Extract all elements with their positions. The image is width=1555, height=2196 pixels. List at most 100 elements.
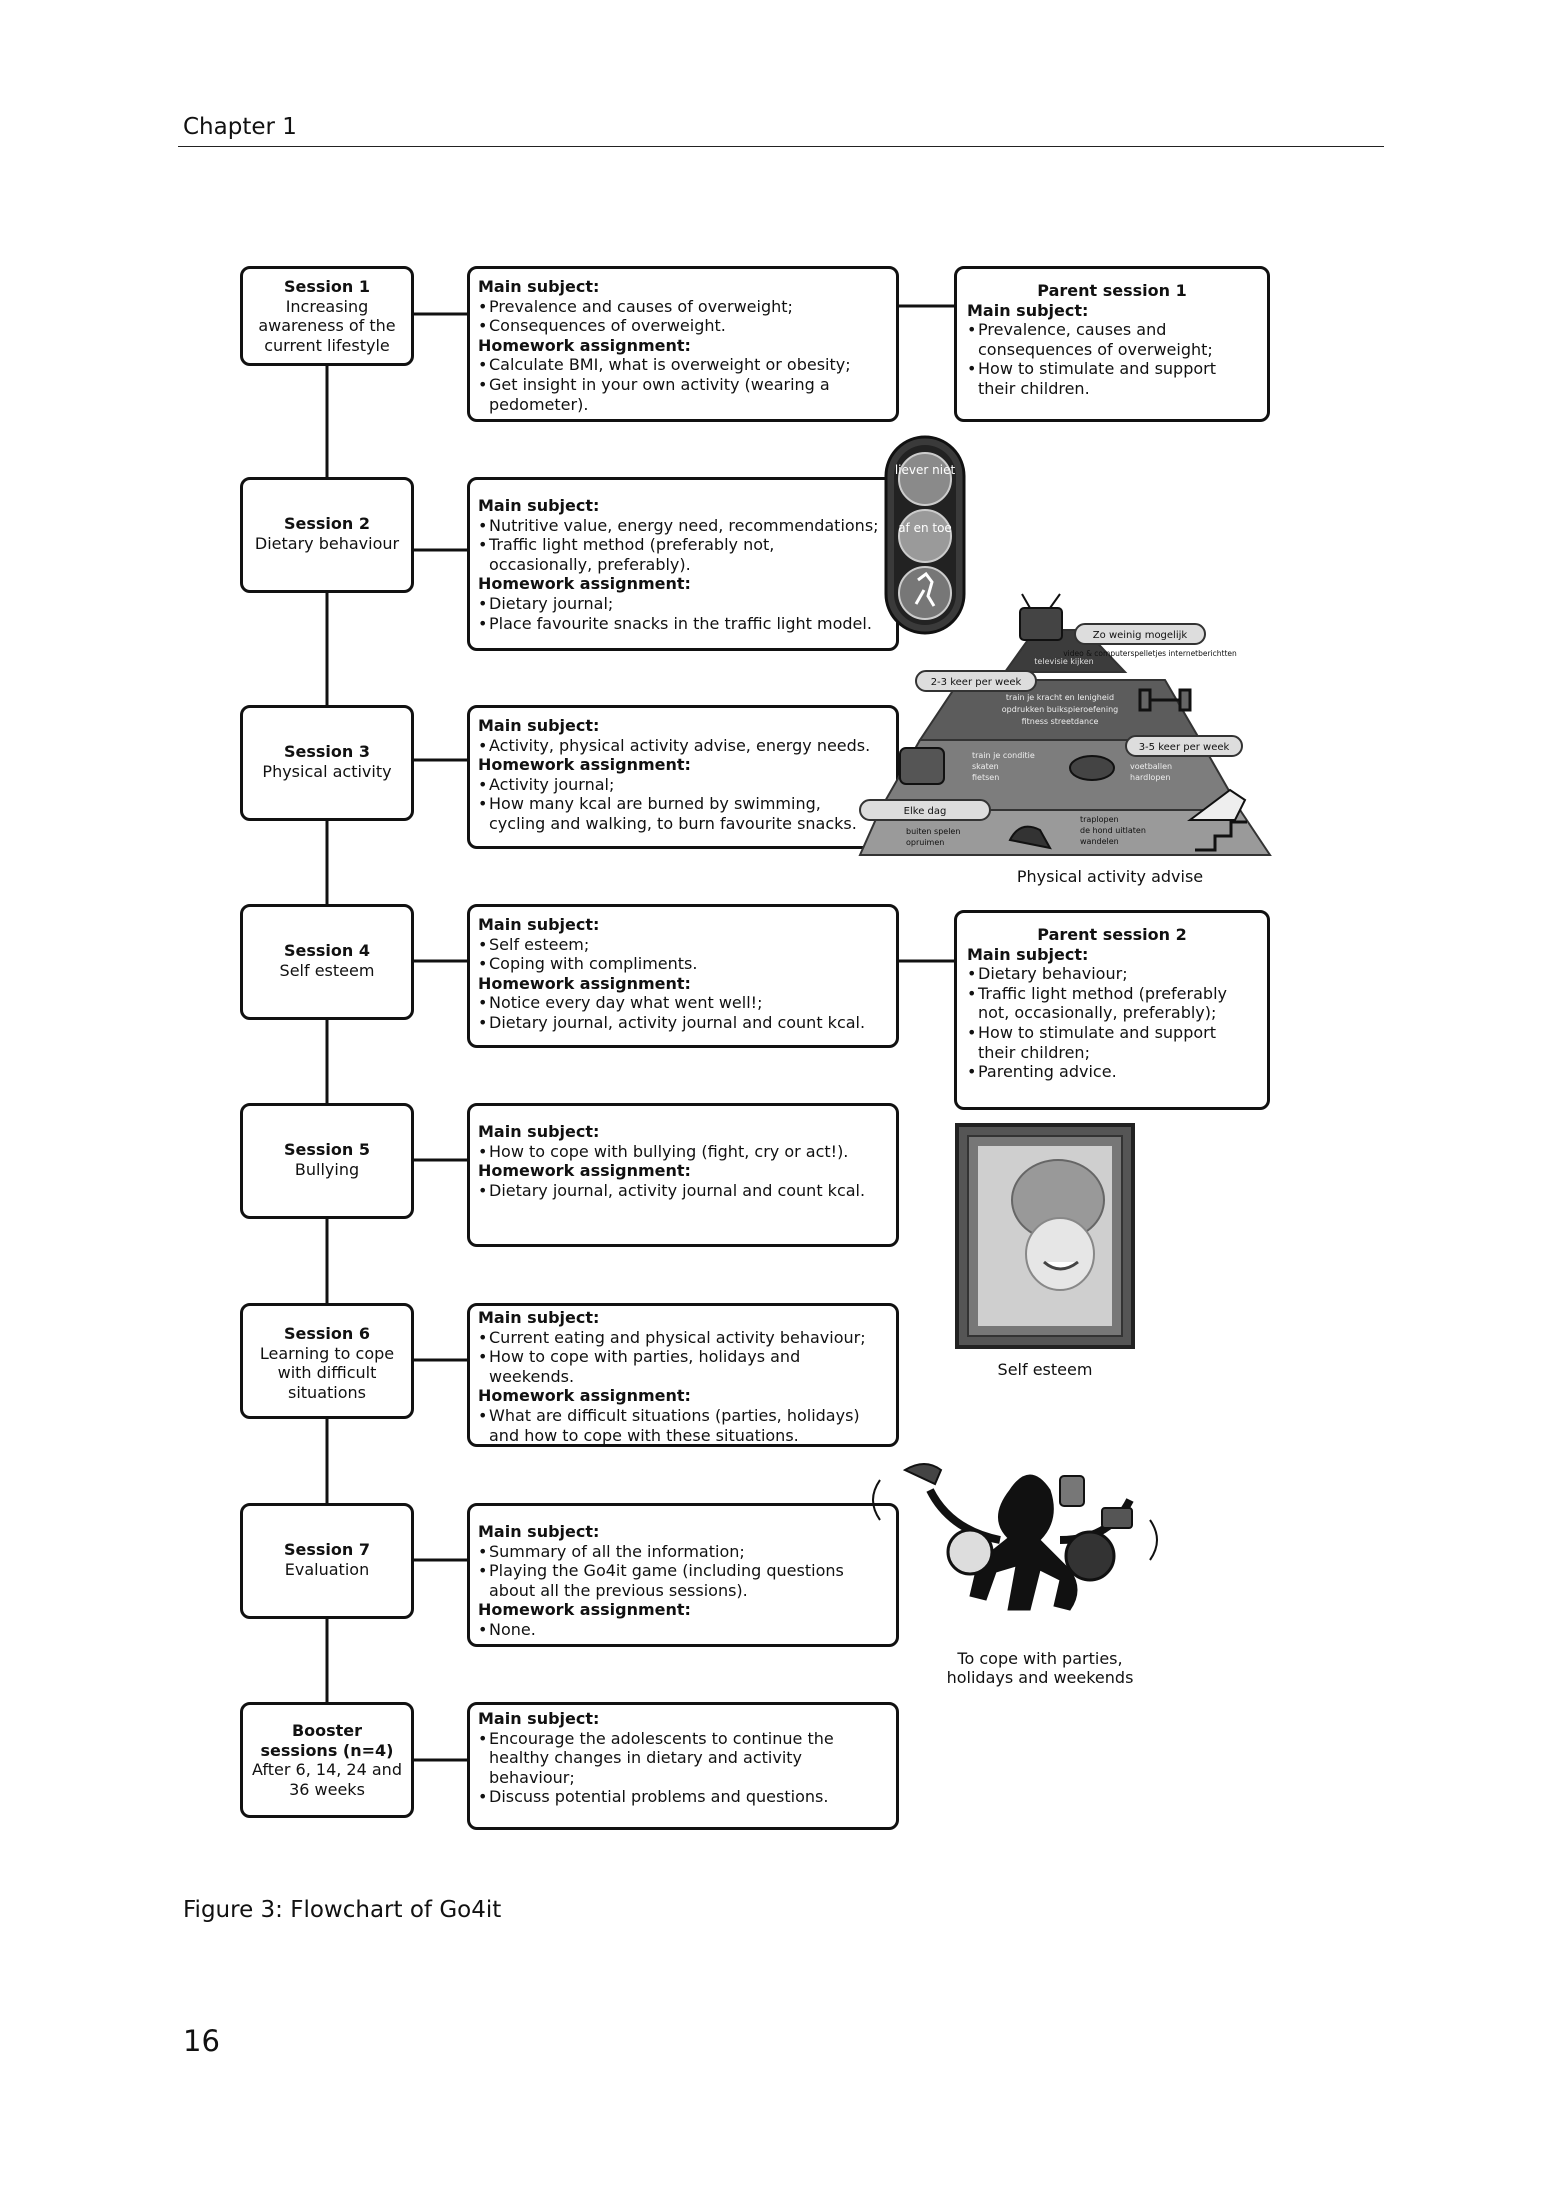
session-title: Session 6 — [284, 1324, 370, 1343]
content-box-5: Main subject: How to cope with bullying … — [467, 1103, 899, 1247]
session-subtitle: Dietary behaviour — [254, 533, 400, 553]
homework-list: Activity journal; How many kcal are burn… — [478, 775, 888, 834]
content-box-4: Main subject: Self esteem; Coping with c… — [467, 904, 899, 1048]
list-item: Notice every day what went well!; — [478, 993, 888, 1013]
session-subtitle: After 6, 14, 24 and 36 weeks — [252, 1760, 402, 1799]
physical-activity-caption: Physical activity advise — [1016, 867, 1204, 886]
homework-label: Homework assignment: — [478, 973, 691, 993]
homework-label: Homework assignment: — [478, 574, 691, 594]
session-5-box: Session 5 Bullying — [240, 1103, 414, 1219]
chapter-header: Chapter 1 — [183, 114, 297, 140]
main-subject-list: Nutritive value, energy need, recommenda… — [478, 516, 888, 575]
main-subject-label: Main subject: — [478, 1308, 600, 1327]
list-item: Encourage the adolescents to continue th… — [478, 1729, 888, 1788]
session-title: Session 1 — [284, 277, 370, 296]
list-item: Traffic light method (preferably not, oc… — [967, 984, 1257, 1023]
session-subtitle: Evaluation — [284, 1559, 370, 1579]
list-item: Calculate BMI, what is overweight or obe… — [478, 355, 888, 375]
session-title: Session 3 — [284, 742, 370, 761]
parent-session-list: Prevalence, causes and consequences of o… — [967, 320, 1257, 398]
parent-session-title: Parent session 1 — [1037, 281, 1187, 300]
list-item: How many kcal are burned by swimming, cy… — [478, 794, 888, 833]
main-subject-list: Self esteem; Coping with compliments. — [478, 935, 888, 974]
session-subtitle: Increasing awareness of the current life… — [258, 296, 396, 355]
homework-list: Notice every day what went well!; Dietar… — [478, 993, 888, 1032]
list-item: Dietary journal; — [478, 594, 888, 614]
cope-caption: To cope with parties, holidays and weeke… — [946, 1649, 1134, 1687]
list-item: Parenting advice. — [967, 1062, 1257, 1082]
session-3-box: Session 3 Physical activity — [240, 705, 414, 821]
booster-sessions-box: Booster sessions (n=4) After 6, 14, 24 a… — [240, 1702, 414, 1818]
session-subtitle: Self esteem — [279, 960, 375, 980]
list-item: Traffic light method (preferably not, oc… — [478, 535, 888, 574]
list-item: Coping with compliments. — [478, 954, 888, 974]
list-item: Current eating and physical activity beh… — [478, 1328, 888, 1348]
figure-caption: Figure 3: Flowchart of Go4it — [183, 1897, 502, 1923]
list-item: Dietary journal, activity journal and co… — [478, 1181, 888, 1201]
list-item: None. — [478, 1620, 888, 1640]
list-item: How to cope with bullying (fight, cry or… — [478, 1142, 888, 1162]
homework-label: Homework assignment: — [478, 1600, 691, 1620]
session-6-box: Session 6 Learning to cope with difficul… — [240, 1303, 414, 1419]
homework-list: Dietary journal; Place favourite snacks … — [478, 594, 888, 633]
list-item: Summary of all the information; — [478, 1542, 888, 1562]
content-box-6: Main subject: Current eating and physica… — [467, 1303, 899, 1447]
main-subject-label: Main subject: — [478, 1522, 600, 1541]
content-box-3: Main subject: Activity, physical activit… — [467, 705, 899, 849]
main-subject-list: Current eating and physical activity beh… — [478, 1328, 888, 1387]
main-subject-label: Main subject: — [478, 1122, 600, 1141]
session-4-box: Session 4 Self esteem — [240, 904, 414, 1020]
main-subject-label: Main subject: — [478, 1709, 600, 1728]
self-esteem-caption: Self esteem — [997, 1360, 1093, 1379]
list-item: Discuss potential problems and questions… — [478, 1787, 888, 1807]
session-subtitle: Bullying — [294, 1159, 360, 1179]
list-item: Place favourite snacks in the traffic li… — [478, 614, 888, 634]
content-box-2: Main subject: Nutritive value, energy ne… — [467, 477, 899, 651]
session-title: Session 2 — [284, 514, 370, 533]
parent-session-title: Parent session 2 — [1037, 925, 1187, 944]
homework-list: Dietary journal, activity journal and co… — [478, 1181, 888, 1201]
header-rule — [178, 146, 1384, 147]
list-item: Nutritive value, energy need, recommenda… — [478, 516, 888, 536]
parent-session-2-box: Parent session 2 Main subject: Dietary b… — [954, 910, 1270, 1110]
homework-label: Homework assignment: — [478, 1386, 691, 1406]
session-subtitle: Learning to cope with difficult situatio… — [259, 1343, 395, 1402]
list-item: What are difficult situations (parties, … — [478, 1406, 888, 1445]
list-item: Dietary behaviour; — [967, 964, 1257, 984]
session-title: Booster sessions (n=4) — [260, 1721, 394, 1760]
content-box-1: Main subject: Prevalence and causes of o… — [467, 266, 899, 422]
homework-list: What are difficult situations (parties, … — [478, 1406, 888, 1445]
homework-label: Homework assignment: — [478, 755, 691, 775]
main-subject-list: Activity, physical activity advise, ener… — [478, 736, 888, 756]
content-box-7: Main subject: Summary of all the informa… — [467, 1503, 899, 1647]
page-number: 16 — [183, 2024, 220, 2058]
homework-list: None. — [478, 1620, 888, 1640]
list-item: Self esteem; — [478, 935, 888, 955]
main-subject-label: Main subject: — [478, 915, 600, 934]
parent-session-list: Dietary behaviour; Traffic light method … — [967, 964, 1257, 1082]
main-subject-list: Summary of all the information; Playing … — [478, 1542, 888, 1601]
homework-label: Homework assignment: — [478, 1161, 691, 1181]
session-title: Session 5 — [284, 1140, 370, 1159]
parent-session-1-box: Parent session 1 Main subject: Prevalenc… — [954, 266, 1270, 422]
homework-label: Homework assignment: — [478, 335, 691, 355]
list-item: Playing the Go4it game (including questi… — [478, 1561, 888, 1600]
homework-list: Calculate BMI, what is overweight or obe… — [478, 355, 888, 414]
session-subtitle: Physical activity — [262, 761, 392, 781]
list-item: Get insight in your own activity (wearin… — [478, 375, 888, 414]
list-item: Prevalence, causes and consequences of o… — [967, 320, 1257, 359]
main-subject-list: How to cope with bullying (fight, cry or… — [478, 1142, 888, 1162]
main-subject-label: Main subject: — [967, 944, 1089, 964]
list-item: Prevalence and causes of overweight; — [478, 297, 888, 317]
main-subject-list: Encourage the adolescents to continue th… — [478, 1729, 888, 1807]
list-item: How to stimulate and support their child… — [967, 359, 1257, 398]
list-item: How to cope with parties, holidays and w… — [478, 1347, 888, 1386]
session-1-box: Session 1 Increasing awareness of the cu… — [240, 266, 414, 366]
session-2-box: Session 2 Dietary behaviour — [240, 477, 414, 593]
main-subject-label: Main subject: — [967, 300, 1089, 320]
main-subject-label: Main subject: — [478, 716, 600, 735]
main-subject-list: Prevalence and causes of overweight; Con… — [478, 297, 888, 336]
session-title: Session 4 — [284, 941, 370, 960]
list-item: How to stimulate and support their child… — [967, 1023, 1257, 1062]
main-subject-label: Main subject: — [478, 496, 600, 515]
